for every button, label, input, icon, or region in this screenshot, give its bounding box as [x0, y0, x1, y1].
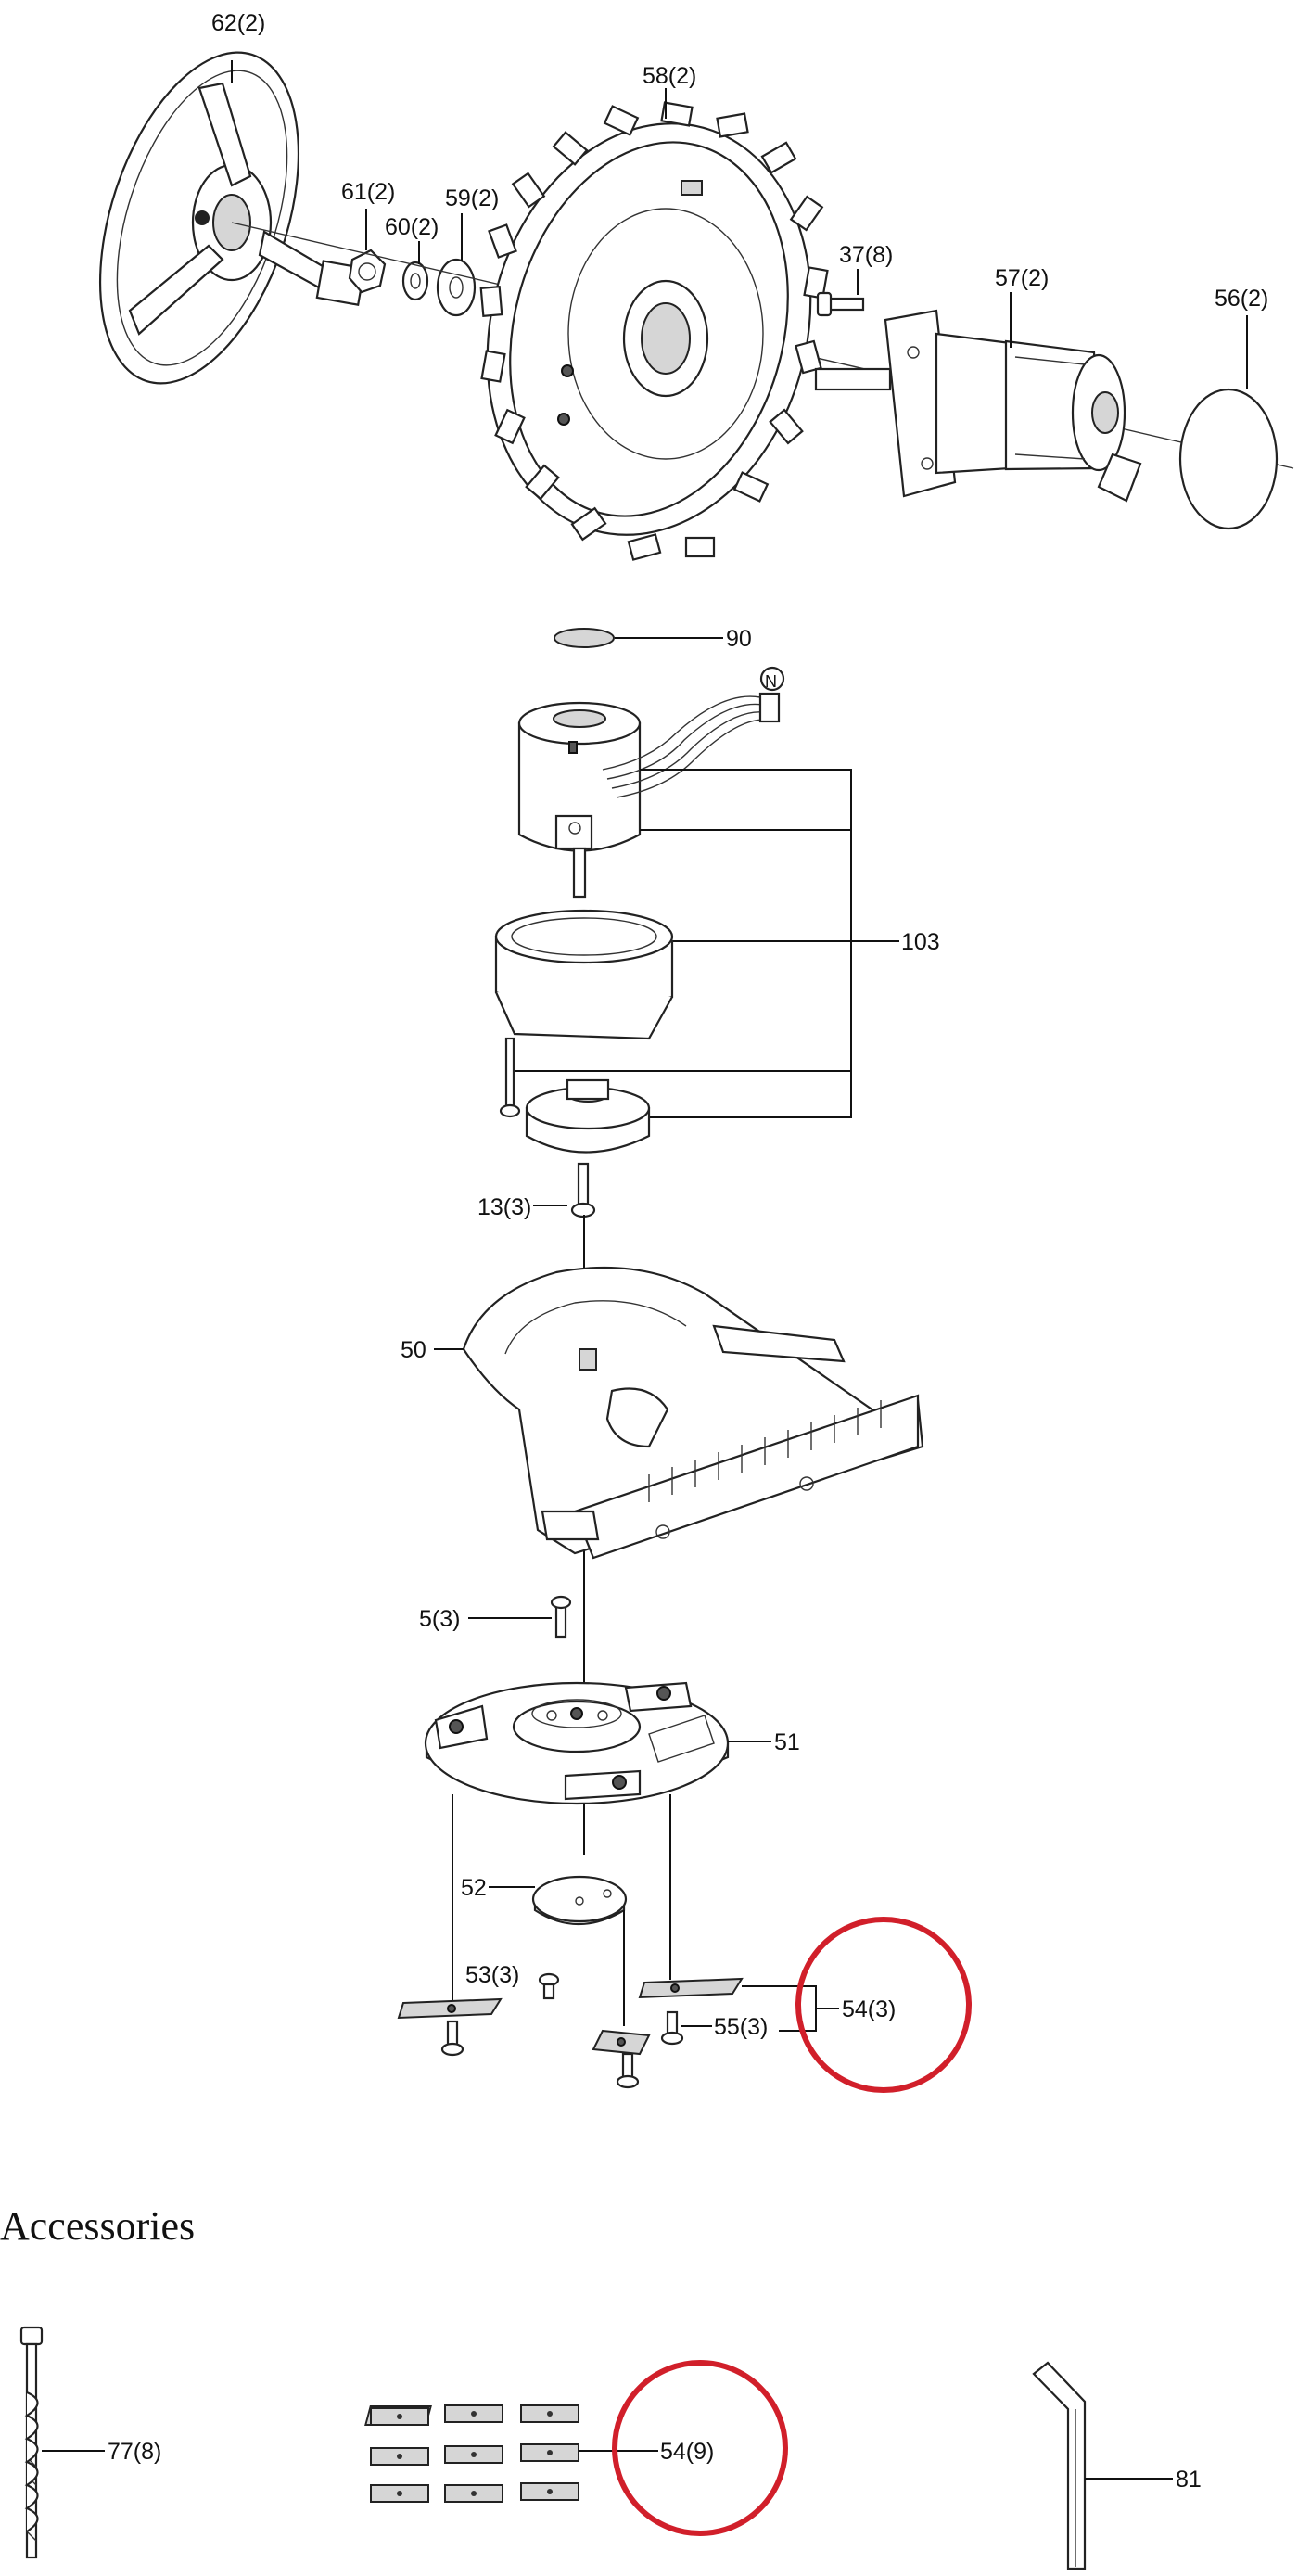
label-77: 77(8) — [108, 2439, 161, 2465]
washer-large-part — [436, 258, 477, 317]
screw-13-part — [570, 1162, 596, 1218]
accessories-heading: Accessories — [0, 2203, 195, 2249]
cap-part — [531, 1875, 628, 1925]
blade-set-part — [364, 2404, 579, 2503]
gear-motor-part — [814, 309, 1142, 503]
hex-key-part — [1032, 2361, 1087, 2570]
label-54-accessory: 54(9) — [660, 2439, 714, 2465]
o-ring-part — [1178, 388, 1279, 530]
label-90: 90 — [726, 626, 752, 652]
chassis-part — [462, 1266, 924, 1560]
label-60: 60(2) — [385, 214, 439, 240]
north-symbol — [759, 666, 785, 692]
screw-55-part — [440, 2010, 684, 2089]
disc-90-part — [554, 628, 615, 648]
highlight-circle-54 — [795, 1917, 972, 2093]
highlight-circle-54-accessory — [612, 2360, 788, 2536]
cutting-motor-part — [517, 692, 781, 899]
label-37: 37(8) — [839, 242, 893, 268]
ground-peg-part — [19, 2326, 44, 2559]
drive-wheel-part — [479, 101, 829, 561]
nut-part — [348, 249, 387, 294]
label-55: 55(3) — [714, 2014, 768, 2040]
blade-part — [397, 1977, 744, 2056]
hub-cover-part — [98, 51, 366, 385]
label-58: 58(2) — [643, 63, 696, 89]
screw-37-part — [816, 291, 865, 317]
label-59: 59(2) — [445, 185, 499, 211]
screw-5-part — [550, 1595, 572, 1639]
label-103: 103 — [901, 929, 940, 955]
motor-housing-part — [494, 909, 674, 1040]
blade-disc-part — [424, 1681, 730, 1805]
label-13: 13(3) — [477, 1194, 531, 1220]
screw-53-part — [538, 1972, 560, 2000]
label-56: 56(2) — [1215, 286, 1268, 312]
label-61: 61(2) — [341, 179, 395, 205]
label-52: 52 — [461, 1875, 487, 1901]
label-50: 50 — [401, 1337, 426, 1363]
label-81: 81 — [1176, 2467, 1202, 2493]
blade-hub-part — [525, 1078, 651, 1154]
label-62: 62(2) — [211, 10, 265, 36]
label-53: 53(3) — [465, 1962, 519, 1988]
label-5: 5(3) — [419, 1606, 460, 1632]
label-54: 54(3) — [842, 1996, 896, 2022]
housing-screw-part — [499, 1037, 521, 1118]
label-N: N — [765, 672, 777, 691]
label-57: 57(2) — [995, 265, 1049, 291]
washer-small-part — [401, 261, 429, 301]
label-51: 51 — [774, 1729, 800, 1755]
